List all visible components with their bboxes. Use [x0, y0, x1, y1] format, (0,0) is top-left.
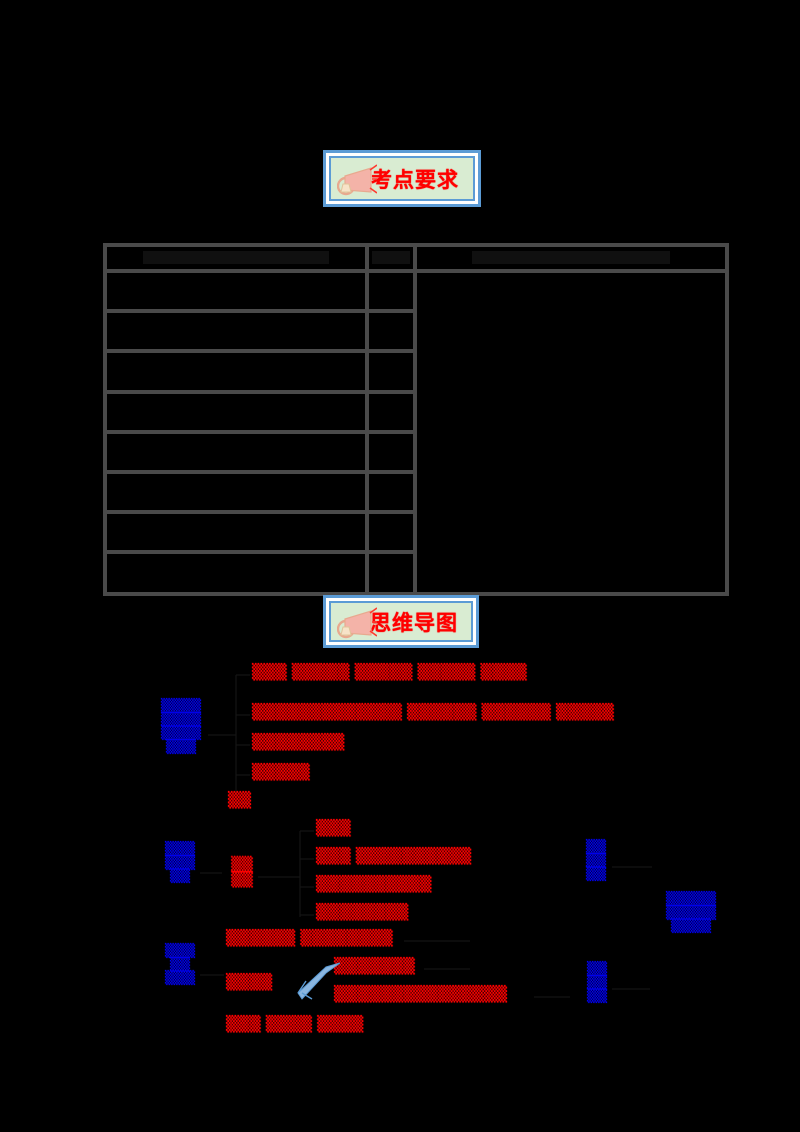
- header-text-redacted-2: [372, 251, 410, 264]
- table-cell-level: [365, 470, 417, 514]
- cell-text-redacted: [107, 313, 365, 349]
- table-cell-topic: [103, 309, 369, 353]
- table-cell-topic: [103, 510, 369, 554]
- table-cell-level: [365, 430, 417, 474]
- exam-requirements-table: [103, 243, 729, 596]
- table-row: [103, 510, 727, 554]
- mindmap-leaf-node: ▒▒▒ ▒▒▒▒▒▒▒▒▒▒: [316, 847, 472, 865]
- mindmap-leaf-node: ▒▒▒▒: [226, 973, 273, 991]
- mindmap-connectors: [200, 674, 652, 998]
- table-cell-topic: [103, 470, 369, 514]
- table-row: [103, 430, 727, 474]
- banner-title: 考点要求: [371, 167, 459, 192]
- mindmap-leaf-node: ▒▒▒▒▒▒▒▒: [316, 903, 409, 921]
- table-cell-topic: [103, 430, 369, 474]
- mindmap-branch-node: ▒▒▒▒▒▒▒▒▒▒▒▒▒▒: [666, 892, 716, 935]
- table-cell-level: [365, 309, 417, 353]
- table-row: [103, 550, 727, 596]
- cell-text-redacted: [107, 394, 365, 430]
- mindmap-leaf-node: ▒▒▒▒▒▒ ▒▒▒▒▒▒▒▒: [226, 929, 393, 947]
- table-row: [103, 349, 727, 394]
- mindmap-leaf-node: ▒▒▒▒▒: [252, 763, 310, 781]
- mindmap-leaf-node: ▒▒: [228, 791, 252, 809]
- table-header-cell-3: [413, 243, 729, 273]
- table-cell-level: [365, 269, 417, 313]
- mindmap-branch-node: ▒▒▒▒▒▒▒▒▒▒▒▒▒▒▒: [161, 699, 201, 755]
- mindmap-leaf-node: ▒▒▒▒▒▒▒: [334, 957, 415, 975]
- section-banner-exam-requirements: 考点要求: [323, 150, 481, 207]
- mindmap-branch-node: ▒▒▒▒▒▒▒▒: [165, 842, 195, 885]
- table-cell-level: [365, 349, 417, 394]
- banner-inner: 考点要求: [329, 156, 475, 201]
- table-row: [103, 390, 727, 434]
- table-row: [103, 269, 729, 596]
- table-header-row: [103, 243, 729, 273]
- header-text-redacted-3: [472, 251, 670, 264]
- table-cell-level: [365, 510, 417, 554]
- section-banner-mind-map: 思维导图: [323, 595, 479, 648]
- cell-text-redacted: [107, 474, 365, 510]
- table-cell-topic: [103, 269, 369, 313]
- mindmap-leaf-node: ▒▒▒ ▒▒▒▒▒ ▒▒▒▒▒ ▒▒▒▒▒ ▒▒▒▒: [252, 663, 527, 681]
- table-header-cell-2: [365, 243, 417, 273]
- table-cell-topic: [103, 550, 369, 596]
- cell-text-redacted: [107, 514, 365, 550]
- cell-text-redacted: [107, 353, 365, 390]
- table-cell-level: [365, 550, 417, 596]
- table-cell-level: [365, 390, 417, 434]
- mindmap-leaf-node: ▒▒▒▒▒▒▒▒▒▒▒▒▒▒▒: [334, 985, 508, 1003]
- table-header-cell-1: [103, 243, 369, 273]
- banner-title: 思维导图: [370, 610, 458, 635]
- mindmap-branch-node: ▒▒▒▒▒▒: [587, 962, 607, 1005]
- mind-map-diagram: ▒▒▒▒▒▒▒▒▒▒▒▒▒▒▒ ▒▒▒ ▒▒▒▒▒ ▒▒▒▒▒ ▒▒▒▒▒ ▒▒…: [0, 655, 800, 1055]
- mindmap-leaf-node: ▒▒▒▒: [231, 857, 253, 888]
- mindmap-leaf-node: ▒▒▒▒▒▒▒▒: [252, 733, 345, 751]
- cell-text-redacted: [107, 554, 365, 592]
- megaphone-icon: [336, 605, 379, 639]
- mindmap-branch-node: ▒▒▒▒▒▒▒▒: [165, 944, 195, 987]
- mindmap-leaf-node: ▒▒▒ ▒▒▒▒ ▒▒▒▒: [226, 1015, 364, 1033]
- mindmap-leaf-node: ▒▒▒▒▒▒▒▒▒▒: [316, 875, 432, 893]
- mindmap-leaf-node: ▒▒▒: [316, 819, 351, 837]
- banner-inner: 思维导图: [329, 601, 473, 642]
- table-row: [103, 470, 727, 514]
- header-text-redacted-1: [143, 251, 329, 264]
- mindmap-branch-node: ▒▒▒▒▒▒: [586, 840, 606, 883]
- mindmap-leaf-node: ▒▒▒▒▒▒▒▒▒▒▒▒▒ ▒▒▒▒▒▒ ▒▒▒▒▒▒ ▒▒▒▒▒: [252, 703, 614, 721]
- table-cell-topic: [103, 349, 369, 394]
- cell-text-redacted: [107, 273, 365, 309]
- cell-text-redacted: [107, 434, 365, 470]
- table-cell-description-merged: [413, 269, 729, 596]
- table-cell-topic: [103, 390, 369, 434]
- table-row: [103, 309, 727, 353]
- brace-arrow-icon: [297, 962, 341, 1000]
- megaphone-icon: [336, 162, 379, 196]
